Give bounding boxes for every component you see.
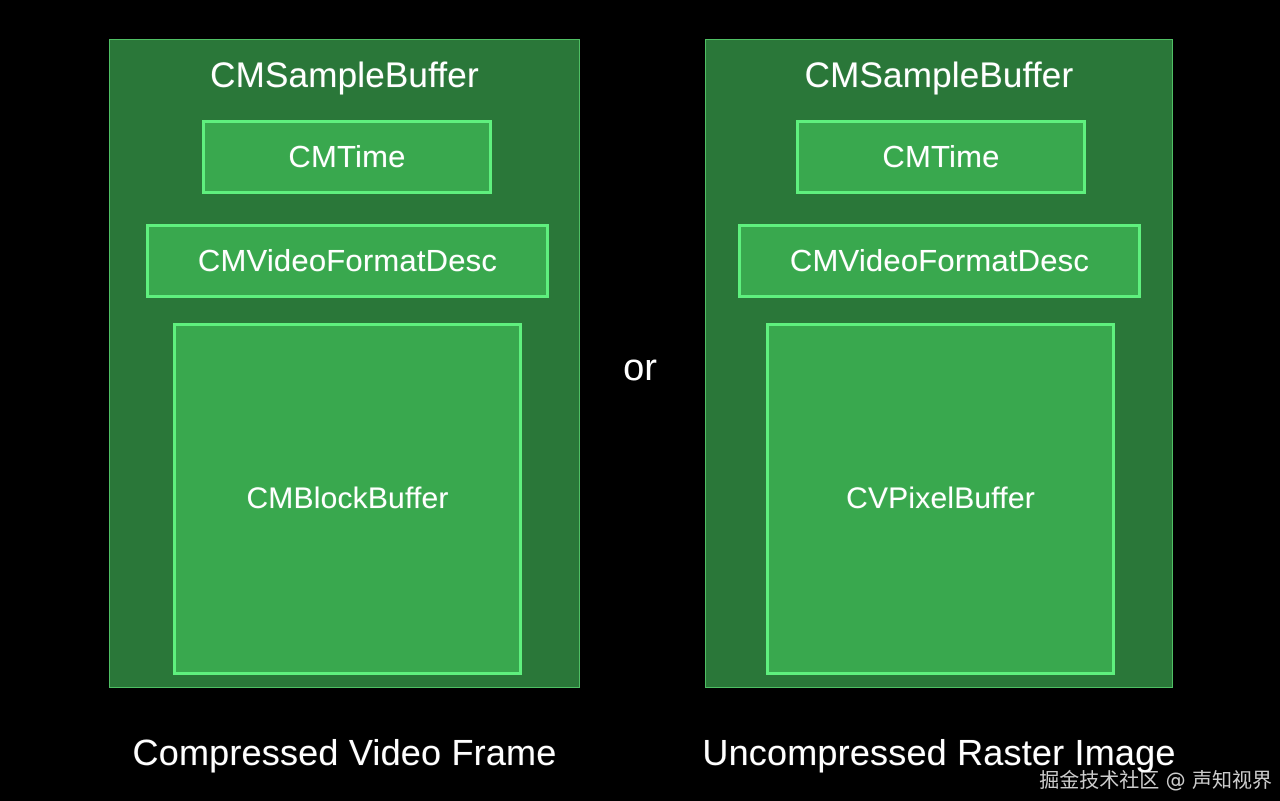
box-cmvideoformatdesc-right: CMVideoFormatDesc xyxy=(738,224,1141,298)
box-cmvideoformatdesc-left: CMVideoFormatDesc xyxy=(146,224,549,298)
box-cmtime-right: CMTime xyxy=(796,120,1086,194)
box-cmblockbuffer: CMBlockBuffer xyxy=(173,323,522,675)
watermark: 掘金技术社区 @ 声知视界 xyxy=(1039,768,1272,792)
panel-uncompressed-raster-image: CMSampleBuffer CMTime CMVideoFormatDesc … xyxy=(705,39,1173,688)
panel-title-left: CMSampleBuffer xyxy=(210,56,479,95)
caption-compressed-video-frame: Compressed Video Frame xyxy=(132,732,557,773)
box-cmtime-left: CMTime xyxy=(202,120,492,194)
caption-uncompressed-raster-image: Uncompressed Raster Image xyxy=(702,732,1176,773)
box-cvpixelbuffer: CVPixelBuffer xyxy=(766,323,1115,675)
connector-or-label: or xyxy=(623,347,657,389)
panel-title-right: CMSampleBuffer xyxy=(804,56,1074,95)
panel-compressed-video-frame: CMSampleBuffer CMTime CMVideoFormatDesc … xyxy=(109,39,580,688)
